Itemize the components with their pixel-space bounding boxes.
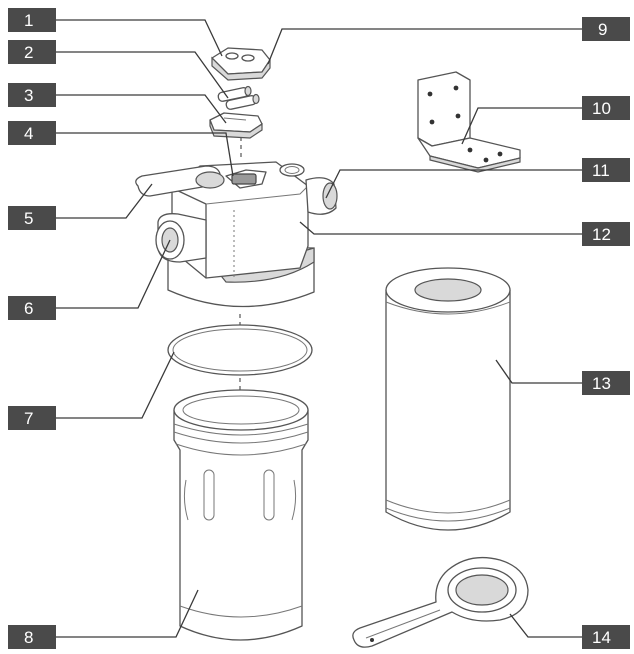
callout-12: 12 <box>582 222 630 246</box>
leader-10 <box>461 107 582 145</box>
part-lever-handle <box>135 165 225 197</box>
leader-14 <box>509 613 582 638</box>
part-button-pad <box>209 112 263 139</box>
leader-lines <box>56 19 582 638</box>
callout-label: 10 <box>592 99 611 118</box>
leader-11 <box>325 169 582 199</box>
callout-label: 5 <box>24 209 33 228</box>
part-filter-cartridge <box>385 267 511 531</box>
callout-1: 1 <box>8 8 56 32</box>
callout-label: 7 <box>24 409 33 428</box>
callout-5: 5 <box>8 206 56 230</box>
leader-8 <box>56 589 199 638</box>
leader-9 <box>267 28 582 65</box>
callout-6: 6 <box>8 296 56 320</box>
callout-10: 10 <box>582 96 630 120</box>
leader-1 <box>56 19 223 57</box>
callout-label: 9 <box>598 20 607 39</box>
callout-2: 2 <box>8 40 56 64</box>
callout-4: 4 <box>8 121 56 145</box>
callout-label: 1 <box>24 11 33 30</box>
leader-2 <box>56 51 229 99</box>
leader-13 <box>495 359 582 384</box>
callout-label: 11 <box>592 161 610 180</box>
leader-5 <box>56 183 153 219</box>
callout-label: 4 <box>24 124 33 143</box>
callout-8: 8 <box>8 625 56 649</box>
callout-9: 9 <box>582 17 630 41</box>
part-pins <box>217 85 260 110</box>
callout-label: 8 <box>24 628 33 647</box>
callout-label: 14 <box>592 628 611 647</box>
part-filter-head <box>167 161 315 308</box>
leader-7 <box>56 351 175 419</box>
callout-14: 14 <box>582 625 630 649</box>
part-outlet-port <box>305 177 338 215</box>
callout-label: 2 <box>24 43 33 62</box>
callout-13: 13 <box>582 371 630 395</box>
part-housing-bowl <box>173 389 309 641</box>
callout-label: 12 <box>592 225 611 244</box>
callout-7: 7 <box>8 406 56 430</box>
leader-6 <box>56 239 171 309</box>
callout-11: 11 <box>582 158 630 182</box>
callout-label: 6 <box>24 299 33 318</box>
part-mounting-bracket <box>417 71 521 173</box>
part-housing-wrench <box>352 556 529 648</box>
callout-3: 3 <box>8 83 56 107</box>
callout-label: 13 <box>592 374 611 393</box>
part-o-ring <box>167 324 313 376</box>
leader-4 <box>56 132 234 177</box>
callout-label: 3 <box>24 86 33 105</box>
leader-12 <box>299 221 582 235</box>
leader-3 <box>56 94 227 124</box>
